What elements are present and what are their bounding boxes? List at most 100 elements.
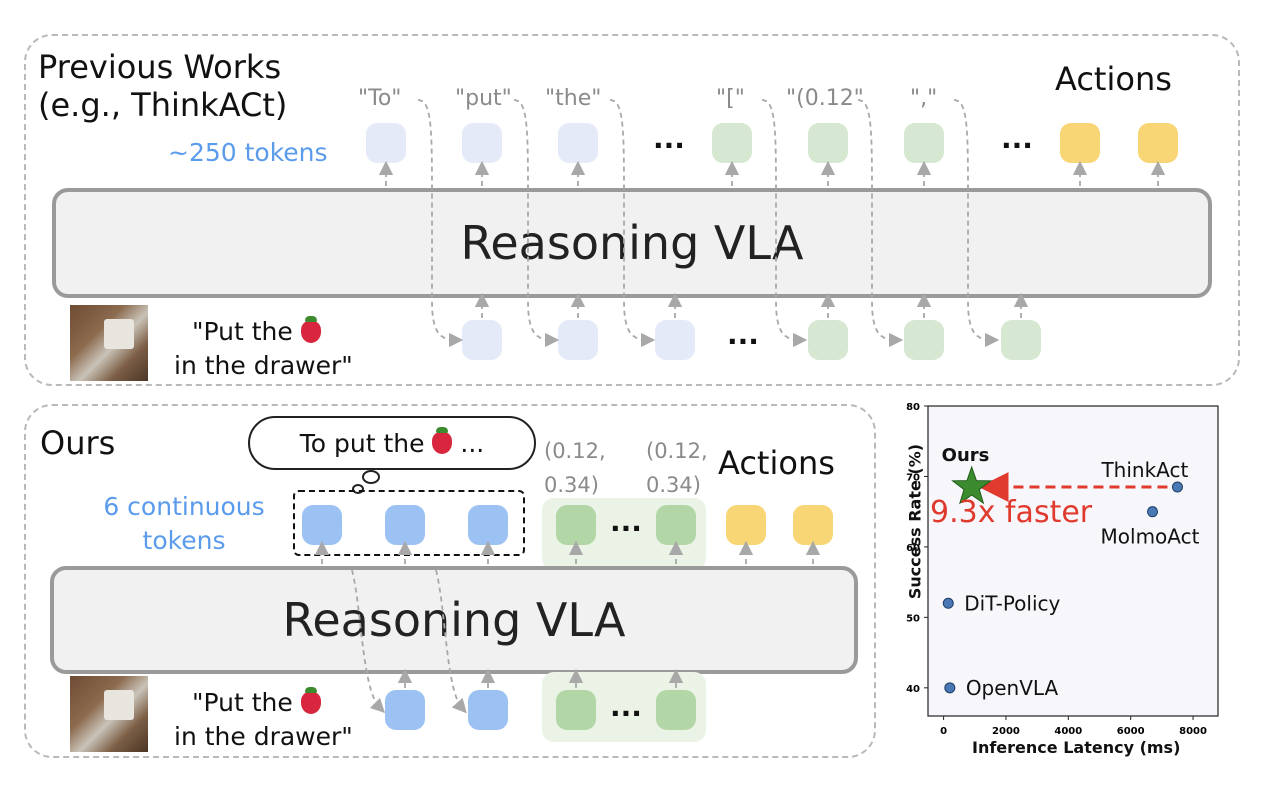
ellipsis: ...	[610, 505, 642, 538]
output-action-token	[726, 505, 766, 545]
heading-line-1: Previous Works	[38, 48, 282, 86]
top-actions-label: Actions	[1055, 60, 1172, 98]
top-token-count: ~250 tokens	[168, 138, 328, 167]
autoregressive-loop	[761, 99, 808, 348]
ellipsis: ...	[653, 122, 685, 155]
output-action-token	[1138, 123, 1178, 163]
y-tick-label: 40	[906, 684, 920, 695]
action-text-token	[712, 123, 752, 163]
robot-scene-image	[70, 676, 148, 752]
output-action-token	[1060, 123, 1100, 163]
thought-text: To put the	[299, 428, 425, 458]
data-point	[1147, 506, 1159, 518]
coordinate-line-2: 0.34)	[544, 473, 599, 497]
data-point-label: MolmoAct	[1101, 525, 1200, 549]
y-tick-label: 50	[906, 613, 920, 624]
ours-heading: Ours	[40, 424, 116, 462]
bottom-actions-label: Actions	[718, 444, 835, 482]
bottom-reasoning-vla-box: Reasoning VLA	[50, 566, 858, 674]
action-token	[656, 690, 696, 730]
data-point-label: OpenVLA	[966, 676, 1059, 700]
instruction-line-2: in the drawer"	[174, 722, 353, 751]
y-tick-label: 70	[906, 472, 920, 483]
autoregressive-loop	[857, 99, 904, 348]
heading-line-2: (e.g., ThinkACt)	[38, 86, 288, 124]
x-tick-label: 6000	[1117, 726, 1145, 737]
data-point	[944, 682, 956, 694]
strawberry-icon	[300, 687, 321, 714]
continuous-token	[468, 690, 508, 730]
output-token-label: "(0.12"	[786, 86, 864, 111]
action-coordinate: (0.12, 0.34)	[646, 434, 708, 502]
chart-x-axis-label: Inference Latency (ms)	[972, 738, 1181, 757]
autoregressive-loop	[953, 99, 1000, 348]
text-token	[655, 320, 695, 360]
text-token	[558, 320, 598, 360]
text-token	[462, 123, 502, 163]
data-point-label: Ours	[942, 445, 990, 466]
chart-plot-area	[927, 405, 1219, 717]
top-instruction: "Put the in the drawer"	[174, 315, 353, 383]
thought-bubble: To put the ...	[248, 416, 536, 470]
coordinate-line-1: (0.12,	[544, 439, 606, 463]
x-tick-label: 4000	[1054, 726, 1082, 737]
thought-bubble-dot	[352, 484, 364, 494]
action-text-token	[1001, 320, 1041, 360]
action-token	[656, 505, 696, 545]
action-token	[556, 690, 596, 730]
data-point-label: DiT-Policy	[964, 591, 1060, 615]
instruction-prefix: "Put the	[192, 317, 293, 346]
strawberry-icon	[432, 427, 453, 454]
autoregressive-loop	[609, 99, 656, 348]
ours-star-marker	[951, 465, 993, 505]
action-text-token	[808, 320, 848, 360]
continuous-token	[385, 690, 425, 730]
output-action-token	[793, 505, 833, 545]
data-point-label: ThinkAct	[1100, 458, 1188, 482]
token-count-line-2: tokens	[142, 526, 226, 555]
x-tick-label: 8000	[1179, 726, 1207, 737]
action-text-token	[904, 320, 944, 360]
action-coordinate: (0.12, 0.34)	[544, 434, 606, 502]
output-token-label: "["	[716, 86, 745, 111]
previous-works-panel	[24, 34, 1240, 386]
ellipsis: ...	[1001, 122, 1033, 155]
continuous-token-count: 6 continuous tokens	[98, 490, 270, 558]
coordinate-line-2: 0.34)	[646, 473, 701, 497]
text-token	[462, 320, 502, 360]
ellipsis: ...	[727, 318, 759, 351]
robot-scene-image	[70, 305, 148, 381]
ours-panel	[24, 404, 876, 758]
action-text-token	[904, 123, 944, 163]
token-count-line-1: 6 continuous	[103, 492, 265, 521]
autoregressive-loop	[417, 99, 464, 348]
output-token-label: "To"	[358, 86, 402, 111]
autoregressive-loop	[513, 99, 560, 348]
instruction-prefix: "Put the	[192, 688, 293, 717]
text-token	[366, 123, 406, 163]
instruction-line-2: in the drawer"	[174, 351, 353, 380]
thought-suffix: ...	[460, 428, 485, 458]
previous-works-heading: Previous Works (e.g., ThinkACt)	[38, 48, 287, 124]
y-tick-label: 80	[906, 402, 920, 413]
continuous-token	[468, 505, 508, 545]
x-tick-label: 2000	[992, 726, 1020, 737]
output-token-label: "put"	[455, 86, 512, 111]
bottom-instruction: "Put the in the drawer"	[174, 686, 353, 754]
strawberry-icon	[300, 316, 321, 343]
action-text-token	[808, 123, 848, 163]
output-token-label: ","	[910, 86, 938, 111]
data-point	[1171, 481, 1183, 493]
continuous-token	[385, 505, 425, 545]
continuous-token	[302, 505, 342, 545]
top-reasoning-vla-box: Reasoning VLA	[52, 188, 1212, 298]
chart-speedup-annotation: 9.3x faster	[930, 495, 1093, 530]
text-token	[558, 123, 598, 163]
chart-y-axis-label: Success Rate (%)	[905, 443, 925, 600]
x-tick-label: 0	[940, 726, 947, 737]
output-token-label: "the"	[545, 86, 602, 111]
y-tick-label: 60	[906, 543, 920, 554]
coordinate-line-1: (0.12,	[646, 439, 708, 463]
